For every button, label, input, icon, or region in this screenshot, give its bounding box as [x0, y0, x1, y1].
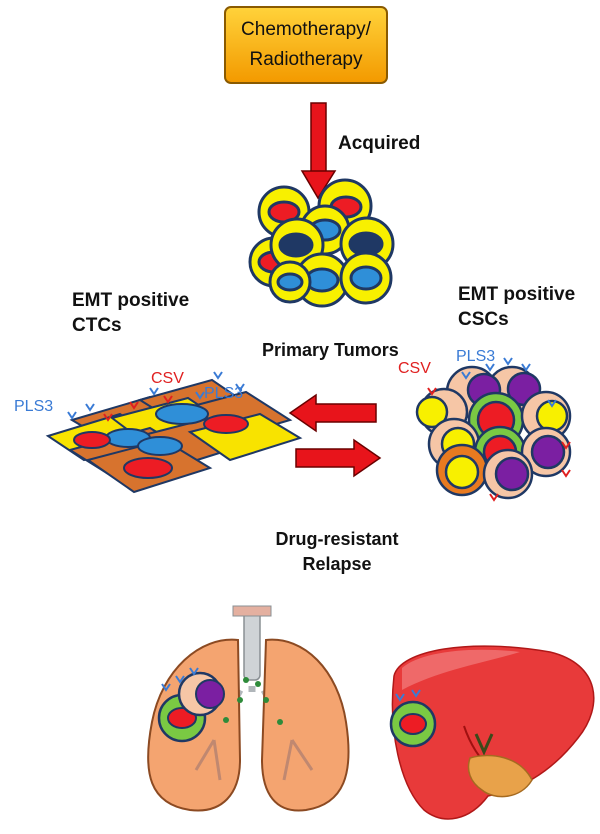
liver-illustration	[389, 645, 595, 820]
ctc-label: EMT positive CTCs	[72, 288, 189, 338]
acquired-label: Acquired	[338, 133, 421, 154]
relapse-line-2: Relapse	[302, 554, 372, 574]
treatment-line-1: Chemotherapy/	[241, 19, 371, 40]
relapse-line-1: Drug-resistant	[275, 529, 399, 549]
treatment-box: Chemotherapy/ Radiotherapy	[224, 6, 388, 84]
ctc-csv-marker: CSV	[151, 370, 184, 387]
left-arrow	[288, 393, 377, 433]
ctc-label-line-1: EMT positive	[72, 290, 190, 311]
ctc-pls3-marker-2: PLS3	[204, 385, 244, 402]
csc-receptors	[427, 357, 571, 502]
primary-tumors-label: Primary Tumors	[262, 340, 399, 360]
acquired-arrow	[300, 102, 337, 200]
ctc-label-line-2: CTCs	[72, 315, 122, 336]
ctc-sheet	[45, 378, 303, 494]
csc-csv-marker: CSV	[398, 360, 431, 377]
relapse-label: Drug-resistant Relapse	[262, 527, 412, 577]
treatment-line-2: Radiotherapy	[249, 49, 363, 70]
csc-label: EMT positive CSCs	[458, 282, 575, 332]
lungs-illustration	[147, 605, 350, 812]
ctc-receptors	[67, 371, 245, 422]
csc-label-line-2: CSCs	[458, 309, 509, 330]
csc-pls3-marker: PLS3	[456, 348, 496, 365]
right-arrow	[295, 438, 382, 478]
primary-tumor-cluster	[248, 178, 395, 308]
csc-cluster	[415, 365, 572, 500]
ctc-pls3-marker: PLS3	[14, 398, 54, 415]
csc-label-line-1: EMT positive	[458, 284, 576, 305]
